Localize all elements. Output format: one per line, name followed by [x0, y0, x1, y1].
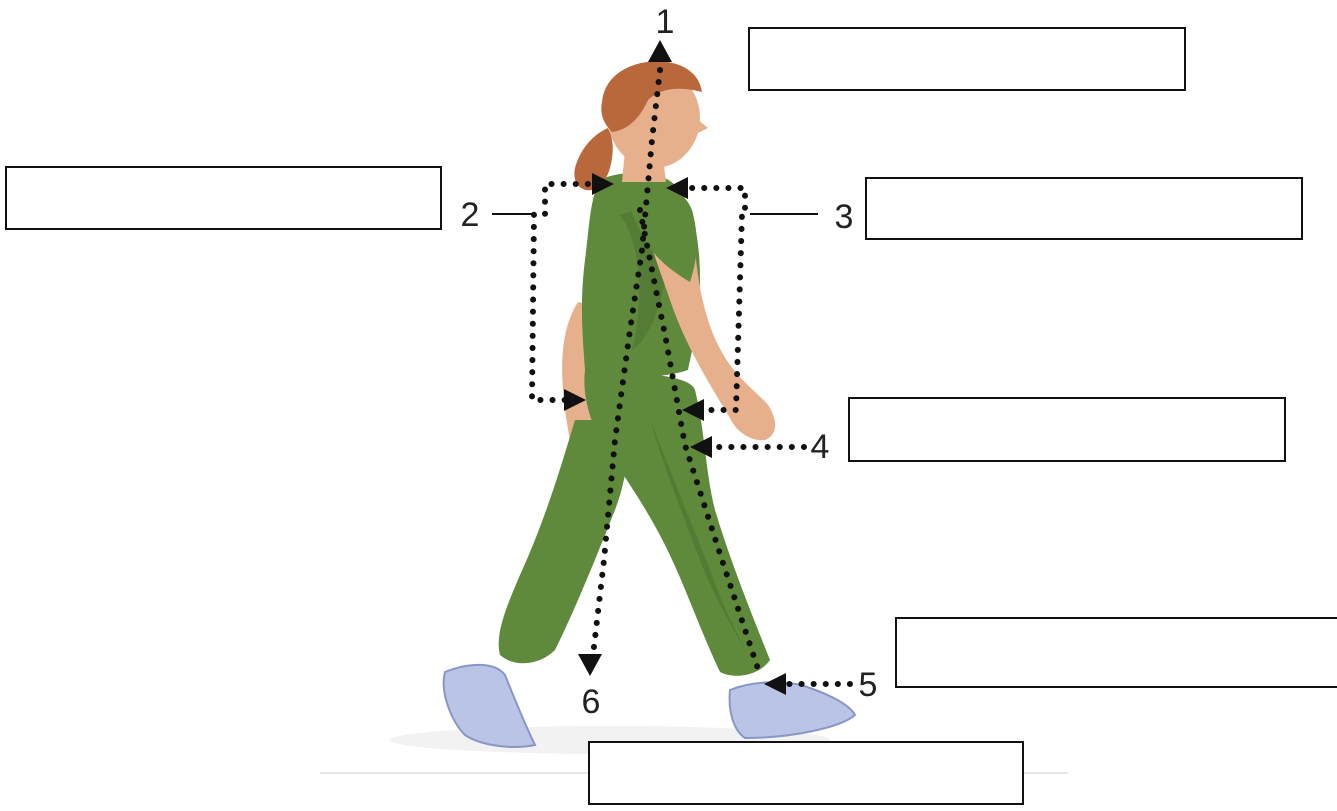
walking-woman-illustration [390, 61, 855, 754]
answer-box-4[interactable] [848, 397, 1286, 462]
answer-box-3[interactable] [865, 177, 1303, 240]
arrow-up-icon [648, 40, 672, 62]
label-4: 4 [811, 428, 830, 466]
label-1: 1 [656, 3, 675, 41]
answer-box-6[interactable] [588, 741, 1024, 805]
answer-box-1[interactable] [748, 27, 1186, 91]
answer-box-5[interactable] [895, 617, 1337, 688]
label-5: 5 [859, 666, 878, 704]
label-6: 6 [582, 683, 601, 721]
arrow-down-icon [578, 654, 602, 676]
answer-box-2[interactable] [5, 166, 442, 230]
label-3: 3 [835, 198, 854, 236]
label-2: 2 [461, 196, 480, 234]
